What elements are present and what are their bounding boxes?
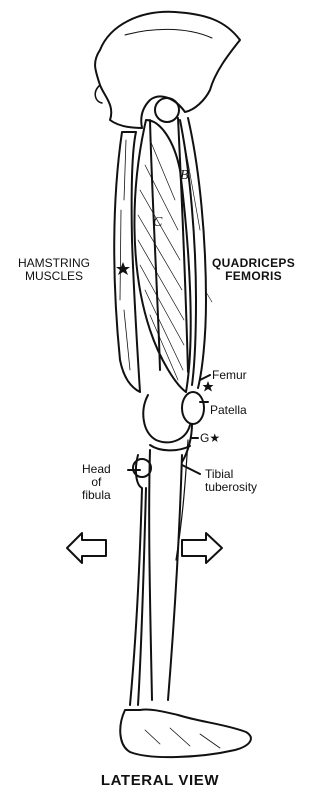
patella bbox=[182, 392, 204, 424]
quadriceps-muscle-c bbox=[134, 120, 190, 392]
star-icon bbox=[203, 381, 214, 392]
label-hamstring-muscles: HAMSTRING MUSCLES bbox=[18, 257, 90, 283]
femoral-head bbox=[155, 98, 179, 122]
star-icon bbox=[116, 262, 130, 275]
tibia bbox=[149, 450, 182, 700]
label-tibial-tuberosity: Tibial tuberosity bbox=[205, 468, 257, 494]
label-femur: Femur bbox=[212, 369, 247, 382]
foot bbox=[120, 709, 251, 757]
label-head-of-fibula: Head of fibula bbox=[82, 463, 111, 502]
label-patella: Patella bbox=[210, 404, 247, 417]
label-b-marker: B bbox=[180, 168, 189, 184]
label-c-marker: C bbox=[153, 215, 162, 231]
label-g-marker: G★ bbox=[200, 432, 220, 445]
left-arrow-icon bbox=[67, 533, 106, 563]
caption-lateral-view: LATERAL VIEW bbox=[0, 772, 320, 789]
right-arrow-icon bbox=[182, 533, 222, 563]
label-quadriceps-femoris: QUADRICEPS FEMORIS bbox=[212, 257, 295, 283]
fibula bbox=[130, 455, 146, 705]
